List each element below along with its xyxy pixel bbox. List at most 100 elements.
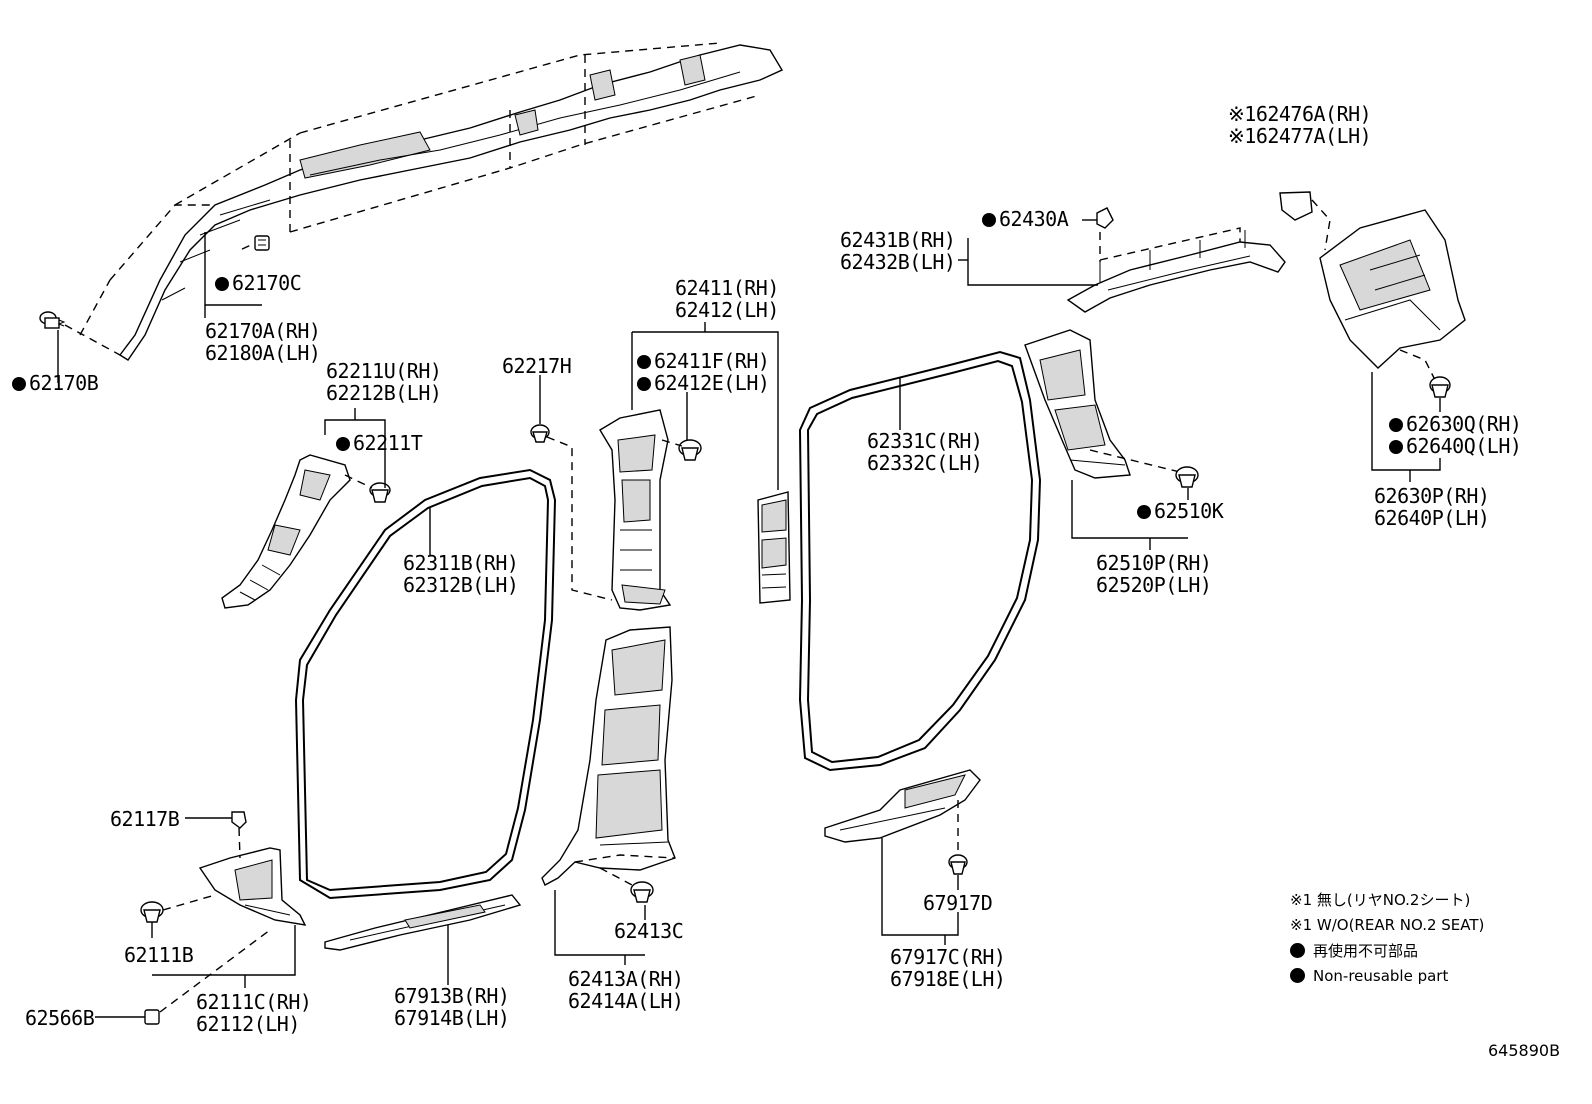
label-62412E: 62412E(LH) bbox=[637, 371, 770, 395]
label-text: 62411F(RH) bbox=[654, 349, 770, 373]
label-62180A: 62180A(LH) bbox=[205, 341, 321, 365]
rear-scuff-plate bbox=[824, 769, 981, 843]
quarter-trim-panel bbox=[1319, 209, 1466, 369]
label-62411: 62411(RH) bbox=[675, 276, 779, 300]
label-62414A: 62414A(LH) bbox=[568, 989, 684, 1013]
label-text: 62477A(LH) bbox=[1255, 124, 1372, 148]
label-62331C: 62331C(RH) bbox=[867, 429, 983, 453]
cowl-side-trim bbox=[198, 847, 307, 926]
figure-number: 645890B bbox=[1488, 1041, 1561, 1060]
clip-62510K-icon bbox=[1175, 466, 1199, 488]
label-62117B: 62117B bbox=[110, 807, 180, 831]
clip-62217H-icon bbox=[530, 424, 550, 443]
label-62566B: 62566B bbox=[25, 1006, 95, 1030]
label-62630Q: 62630Q(RH) bbox=[1389, 412, 1522, 436]
label-62640P: 62640P(LH) bbox=[1374, 506, 1490, 530]
legend-non-reusable-jp: 再使用不可部品 bbox=[1290, 941, 1418, 961]
legend-note-en: ※1 W/O(REAR NO.2 SEAT) bbox=[1290, 916, 1485, 934]
non-reusable-dot-icon bbox=[637, 355, 651, 369]
front-door-weatherstrip bbox=[294, 468, 557, 900]
label-text: 62412E(LH) bbox=[654, 371, 770, 395]
non-reusable-dot-icon bbox=[336, 437, 350, 451]
legend-text: Non-reusable part bbox=[1313, 967, 1449, 985]
center-pillar-seal-strip bbox=[757, 491, 791, 604]
roof-rail-garnish bbox=[118, 44, 784, 361]
label-text: 62430A bbox=[999, 207, 1069, 231]
label-67917D: 67917D bbox=[923, 891, 993, 915]
non-reusable-dot-icon bbox=[1137, 505, 1151, 519]
non-reusable-dot-icon bbox=[982, 213, 996, 227]
label-text: 62640Q(LH) bbox=[1406, 434, 1522, 458]
label-62413C: 62413C bbox=[614, 919, 684, 943]
label-text: 62630Q(RH) bbox=[1406, 412, 1522, 436]
center-pillar-upper-garnish bbox=[599, 409, 672, 611]
label-text: 62170C bbox=[232, 271, 302, 295]
label-62212B: 62212B(LH) bbox=[326, 381, 442, 405]
clip-62170C-icon bbox=[254, 235, 270, 251]
clip-62413C-icon bbox=[630, 881, 654, 903]
label-62432B: 62432B(LH) bbox=[840, 250, 956, 274]
label-62170B: 62170B bbox=[12, 371, 99, 395]
clip-62630Q-icon bbox=[1429, 376, 1451, 398]
legend-note-jp: ※1 無し(リヤNO.2シート) bbox=[1290, 891, 1471, 909]
legend-text: 再使用不可部品 bbox=[1313, 942, 1419, 960]
note-mark: ※1 bbox=[1228, 102, 1256, 126]
label-62411F: 62411F(RH) bbox=[637, 349, 770, 373]
label-62211U: 62211U(RH) bbox=[326, 359, 442, 383]
label-62111C: 62111C(RH) bbox=[196, 990, 312, 1014]
front-pillar-garnish bbox=[221, 454, 351, 609]
label-62640Q: 62640Q(LH) bbox=[1389, 434, 1522, 458]
label-62520P: 62520P(LH) bbox=[1096, 573, 1212, 597]
label-text: 62211T bbox=[353, 431, 423, 455]
non-reusable-dot-icon bbox=[1389, 418, 1403, 432]
clip-62411F-icon bbox=[678, 439, 702, 461]
label-62111B: 62111B bbox=[124, 943, 194, 967]
label-62412: 62412(LH) bbox=[675, 298, 779, 322]
label-62413A: 62413A(RH) bbox=[568, 967, 684, 991]
label-62170A: 62170A(RH) bbox=[205, 319, 321, 343]
non-reusable-dot-icon bbox=[637, 377, 651, 391]
label-67918E: 67918E(LH) bbox=[890, 967, 1006, 991]
roof-side-inner-garnish bbox=[1066, 230, 1286, 313]
label-text: 62170B bbox=[29, 371, 99, 395]
label-62170C: 62170C bbox=[215, 271, 302, 295]
non-reusable-dot-icon bbox=[1290, 943, 1305, 958]
label-67917C: 67917C(RH) bbox=[890, 945, 1006, 969]
non-reusable-dot-icon bbox=[1290, 968, 1305, 983]
label-62332C: 62332C(LH) bbox=[867, 451, 983, 475]
bracket-62476A-icon bbox=[1279, 191, 1313, 221]
label-text: 62476A(RH) bbox=[1255, 102, 1372, 126]
label-62510P: 62510P(RH) bbox=[1096, 551, 1212, 575]
clip-67917D-icon bbox=[948, 854, 968, 875]
clip-62566B-icon bbox=[144, 1009, 160, 1025]
non-reusable-dot-icon bbox=[215, 277, 229, 291]
label-62311B: 62311B(RH) bbox=[403, 551, 519, 575]
clip-62117B-icon bbox=[231, 811, 247, 829]
label-62477A: ※162477A(LH) bbox=[1228, 124, 1372, 148]
label-62431B: 62431B(RH) bbox=[840, 228, 956, 252]
label-text: 62510K bbox=[1154, 499, 1224, 523]
screw-62170B-icon bbox=[39, 311, 66, 329]
label-67913B: 67913B(RH) bbox=[394, 984, 510, 1008]
center-pillar-lower-garnish bbox=[541, 626, 676, 886]
label-62112: 62112(LH) bbox=[196, 1012, 300, 1036]
label-62312B: 62312B(LH) bbox=[403, 573, 519, 597]
front-scuff-plate bbox=[324, 894, 522, 951]
clip-62430A-icon bbox=[1096, 207, 1114, 229]
label-62430A: 62430A bbox=[982, 207, 1069, 231]
non-reusable-dot-icon bbox=[12, 377, 26, 391]
label-62217H: 62217H bbox=[502, 354, 572, 378]
note-mark: ※1 bbox=[1228, 124, 1256, 148]
label-62510K: 62510K bbox=[1137, 499, 1224, 523]
legend-non-reusable-en: Non-reusable part bbox=[1290, 966, 1448, 986]
quarter-pillar-garnish bbox=[1024, 329, 1131, 479]
non-reusable-dot-icon bbox=[1389, 440, 1403, 454]
clip-62211T-icon bbox=[369, 482, 391, 503]
label-67914B: 67914B(LH) bbox=[394, 1006, 510, 1030]
label-62630P: 62630P(RH) bbox=[1374, 484, 1490, 508]
label-62476A: ※162476A(RH) bbox=[1228, 102, 1372, 126]
clip-62111B-icon bbox=[140, 901, 164, 923]
rear-door-weatherstrip bbox=[798, 350, 1042, 772]
